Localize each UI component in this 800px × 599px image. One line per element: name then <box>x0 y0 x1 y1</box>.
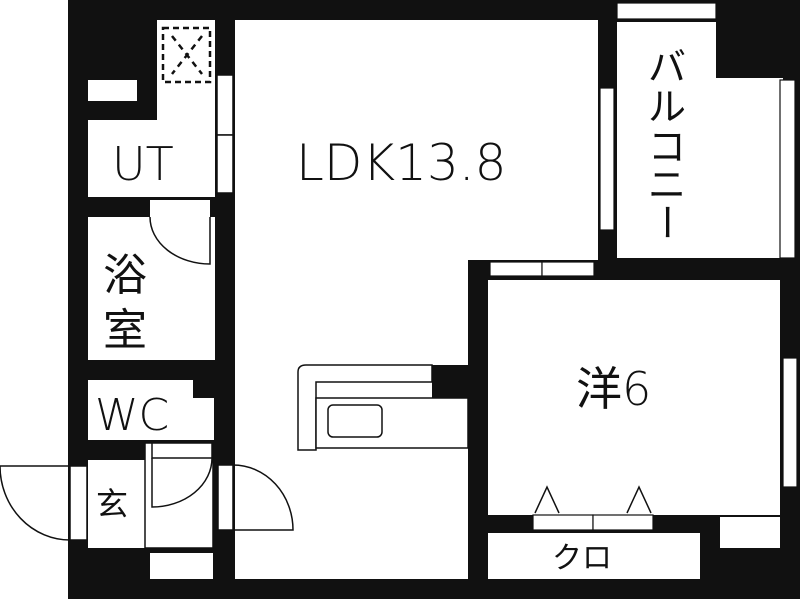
label-bath-1: 浴 <box>103 250 147 301</box>
room-western <box>488 280 798 548</box>
kitchen-counter <box>297 364 469 451</box>
label-toilet: WC <box>95 390 169 441</box>
label-western-room: 洋6 <box>576 362 651 416</box>
closet-door-marker <box>534 485 560 514</box>
closet-door-marker <box>626 485 652 514</box>
label-ldk: LDK13.8 <box>296 134 506 192</box>
room-utility <box>88 20 215 197</box>
room-toilet <box>88 380 214 440</box>
svg-text:ル: ル <box>648 85 686 129</box>
svg-text:コ: コ <box>648 125 686 169</box>
label-balcony: バ ル コ ニ ー <box>644 45 688 241</box>
balcony <box>599 0 800 259</box>
room-bath <box>88 200 215 360</box>
room-ldk <box>217 20 598 579</box>
svg-text:バ: バ <box>648 45 686 89</box>
washer-space-icon <box>161 26 212 84</box>
label-closet: クロ <box>552 541 612 576</box>
entrance-door-swing <box>0 465 71 541</box>
room-entrance <box>0 442 214 579</box>
label-entrance: 玄 <box>96 485 128 523</box>
sink-icon <box>327 404 383 438</box>
ldk-door-swing <box>232 464 294 531</box>
svg-text:ニ: ニ <box>648 163 686 207</box>
shelf <box>88 80 137 101</box>
label-utility: UT <box>112 137 174 191</box>
label-bath-2: 室 <box>103 305 147 356</box>
toilet-door-swing <box>151 457 213 508</box>
svg-text:ー: ー <box>644 203 688 241</box>
room-closet <box>488 533 700 579</box>
door-swing <box>149 216 211 265</box>
